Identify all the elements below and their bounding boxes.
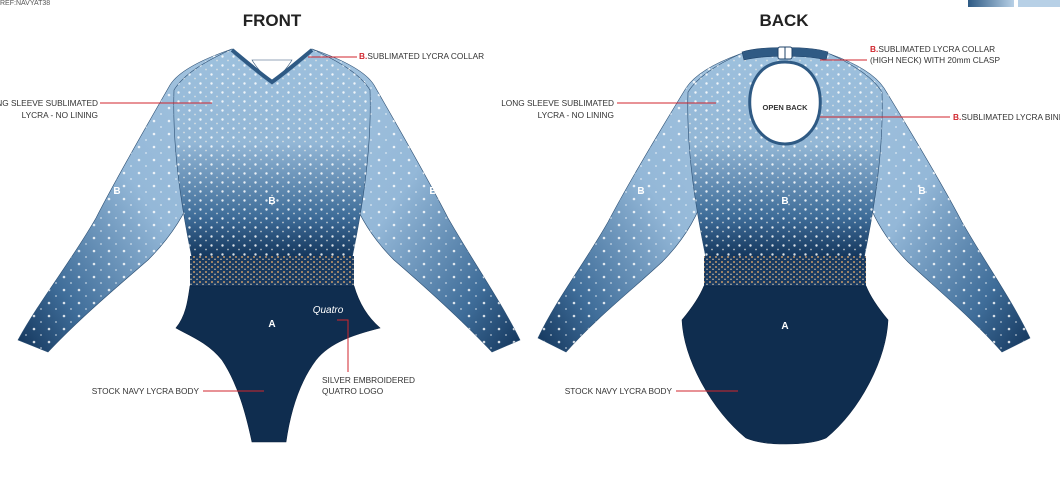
color-swatch-light [1018,0,1060,7]
front-title: FRONT [243,11,302,30]
front-body [175,285,381,443]
back-collar-code: B. [870,44,878,54]
back-binding-code: B. [953,112,961,122]
color-swatch-dark [968,0,1014,7]
front-zone-bodice: B [268,196,275,207]
front-logo-callout-line2: QUATRO LOGO [322,386,384,396]
front-zone-body: A [268,319,275,330]
front-sleeve-callout-line1: LONG SLEEVE SUBLIMATED [0,98,98,108]
back-open-back [748,60,822,146]
front-zone-sleeve-left: B [113,186,120,197]
front-collar-code: B. [359,51,367,61]
back-collar-text: SUBLIMATED LYCRA COLLAR [878,44,995,54]
back-collar-callout-line2: (HIGH NECK) WITH 20mm CLASP [870,55,1000,65]
front-waistband-stones [190,256,354,286]
quatro-logo-mark: Quatro [313,305,344,316]
back-body [681,285,889,445]
front-logo-leader [337,319,349,372]
back-bodice-stones [687,49,883,258]
front-view: FRONT B B B A Quatro B.SUBLIMATED LYCRA … [0,11,521,443]
back-zone-sleeve-right: B [918,186,925,197]
back-sleeve-callout-line2: LYCRA - NO LINING [538,110,614,120]
front-collar-text: SUBLIMATED LYCRA COLLAR [367,51,484,61]
back-zone-body: A [781,321,788,332]
back-zone-bodice: B [781,196,788,207]
open-back-label: OPEN BACK [762,103,808,112]
back-binding-text: SUBLIMATED LYCRA BINDING [961,112,1060,122]
back-waistband-stones [704,256,866,286]
back-sleeve-callout-line1: LONG SLEEVE SUBLIMATED [501,98,614,108]
reference-code: REF:NAVYAT38 [0,0,50,7]
front-bodice-stones [173,49,371,258]
back-body-callout: STOCK NAVY LYCRA BODY [565,386,673,396]
back-binding-callout: B.SUBLIMATED LYCRA BINDING [953,112,1060,122]
front-collar-callout: B.SUBLIMATED LYCRA COLLAR [359,51,484,61]
front-zone-sleeve-right: B [429,186,436,197]
back-collar-callout-line1: B.SUBLIMATED LYCRA COLLAR [870,44,995,54]
front-sleeve-callout-line2: LYCRA - NO LINING [22,110,98,120]
front-logo-callout-line1: SILVER EMBROIDERED [322,375,415,385]
front-body-callout: STOCK NAVY LYCRA BODY [92,386,200,396]
back-zone-sleeve-left: B [637,186,644,197]
back-title: BACK [759,11,809,30]
back-view: BACK OPEN BACK B B B A B.SUBLIMATED LYCR… [501,11,1060,445]
front-collar [230,48,314,85]
